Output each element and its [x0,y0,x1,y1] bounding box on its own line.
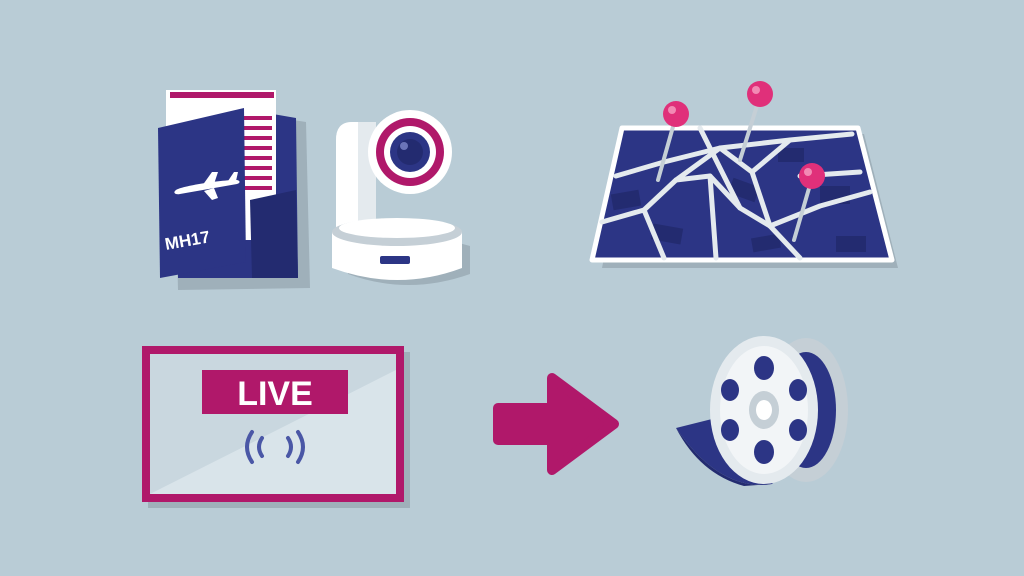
case-folder-icon: MH17 [158,90,310,290]
arrow-right-icon [493,373,619,475]
live-label: LIVE [237,375,313,413]
map-pin-icon [792,163,825,242]
broadcast-signal-icon [245,430,305,464]
live-badge [202,370,348,414]
airplane-icon [174,172,240,200]
map-icon [589,81,898,268]
film-reel-icon [676,336,848,486]
map-pin-icon [738,81,773,162]
map-pin-icon [656,101,689,182]
ptz-camera-icon [332,110,470,285]
live-screen-icon: LIVE [142,346,410,508]
